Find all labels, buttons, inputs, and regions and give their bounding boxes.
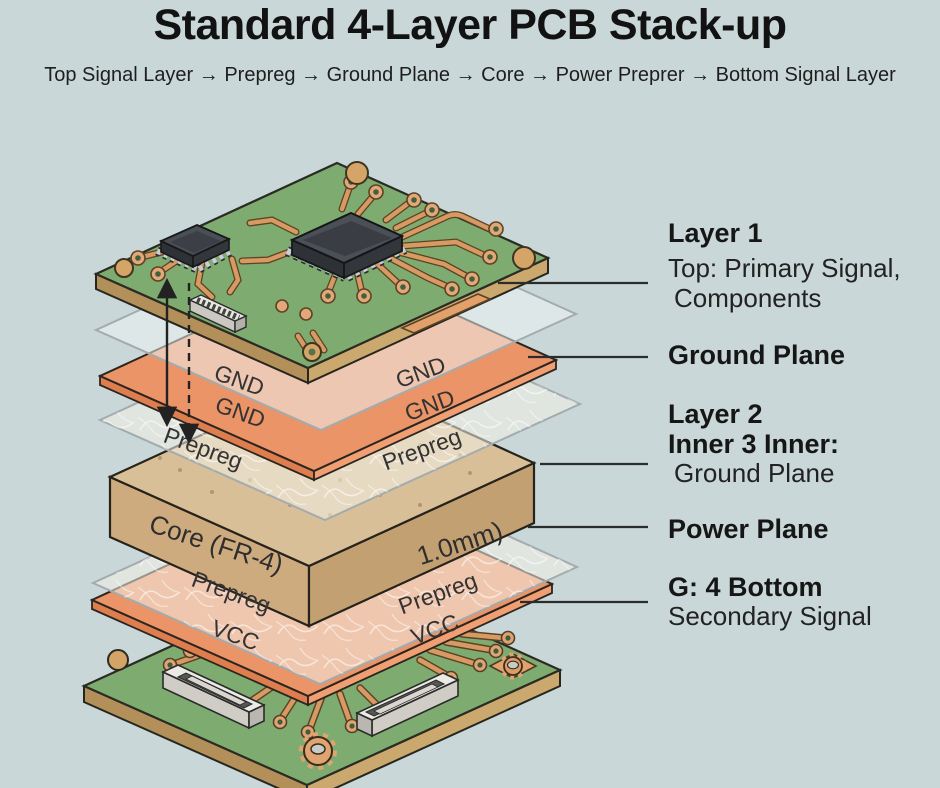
- soic-chip: [155, 224, 236, 274]
- layer1-description-line1: Top: Primary Signal,: [668, 253, 901, 283]
- layer1-description-line2: Components: [674, 283, 822, 313]
- ground-plane-annotation: Ground Plane: [668, 340, 846, 370]
- top-pcb-layer: [93, 161, 551, 385]
- page-title: Standard 4-Layer PCB Stack-up: [153, 1, 787, 49]
- bottom-gear-component-center: [299, 732, 337, 770]
- leader-lines: [498, 281, 648, 604]
- qfp-chip: [284, 211, 408, 282]
- bottom-layer-title: G: 4 Bottom: [668, 572, 823, 602]
- layer2-description-line2: Ground Plane: [674, 458, 835, 488]
- smd-pad-bar: [399, 293, 493, 334]
- power-plane-annotation: Power Plane: [668, 514, 829, 544]
- top-board-corner-pads: [114, 161, 536, 362]
- bottom-gear-component-right: [488, 652, 538, 680]
- stack-order-subtitle: Top Signal Layer → Prepreg → Ground Plan…: [44, 64, 896, 86]
- layer1-title: Layer 1: [668, 218, 763, 248]
- layer2-description-line1: Inner 3 Inner:: [668, 429, 840, 459]
- bottom-right-connector: [355, 672, 460, 738]
- bottom-layer-description: Secondary Signal: [668, 601, 872, 631]
- thickness-arrows: [156, 277, 200, 445]
- bottom-left-connector: [161, 664, 266, 730]
- layer2-title: Layer 2: [668, 399, 763, 429]
- bottom-board-corner-hole: [107, 649, 129, 671]
- top-board-connector: [188, 294, 248, 334]
